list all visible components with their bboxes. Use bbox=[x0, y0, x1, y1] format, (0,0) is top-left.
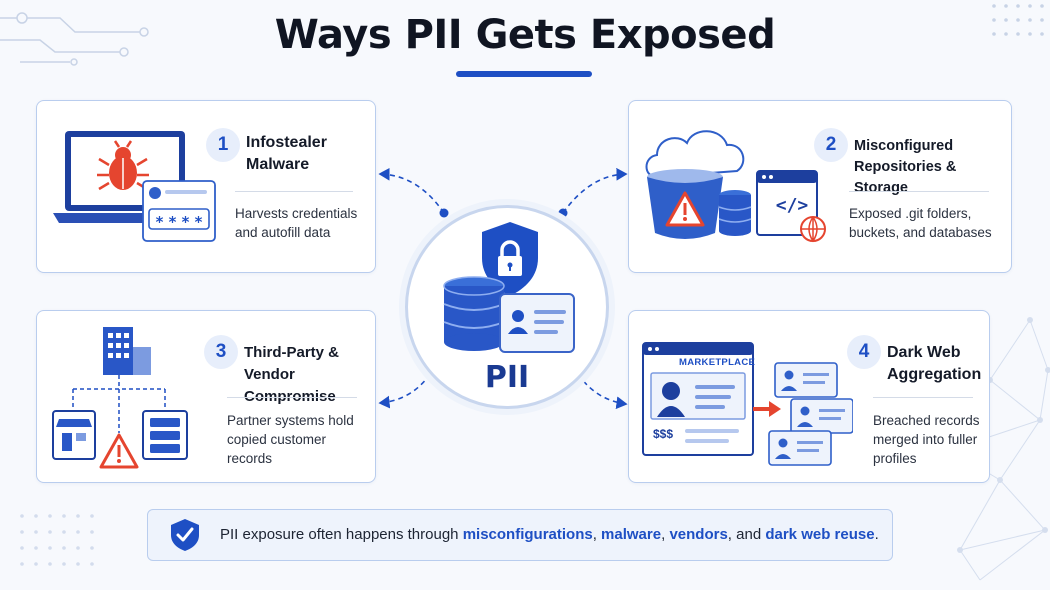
card-2-description: Exposed .git folders, buckets, and datab… bbox=[849, 204, 1005, 242]
password-mask: **** bbox=[154, 213, 208, 231]
card-2-divider bbox=[849, 191, 989, 192]
card-1-description: Harvests credentials and autofill data bbox=[235, 204, 373, 242]
card-dark-web-aggregation: MARKETPLACE $$$ 4 Dark Web Aggregation B… bbox=[628, 310, 990, 483]
connector-1 bbox=[378, 167, 445, 214]
login-form-icon bbox=[142, 180, 216, 242]
card-3-divider bbox=[227, 397, 357, 398]
warning-icon bbox=[99, 433, 139, 469]
card-infostealer-malware: **** 1 Infostealer Malware Harvests cred… bbox=[36, 100, 376, 273]
card-4-desc-line3: profiles bbox=[873, 451, 917, 466]
summary-text-3: , bbox=[661, 526, 666, 543]
summary-text-5: . bbox=[874, 526, 879, 543]
card-1-desc-line1: Harvests credentials bbox=[235, 206, 358, 221]
connector-2 bbox=[562, 167, 628, 214]
globe-icon bbox=[800, 216, 826, 243]
card-3-desc-line1: Partner systems hold bbox=[227, 413, 354, 428]
dot-grid-decoration bbox=[992, 4, 1044, 36]
card-4-title-line1: Dark Web bbox=[887, 344, 961, 361]
highlight-vendors: vendors bbox=[669, 526, 728, 543]
profile-cards-icon bbox=[768, 362, 853, 466]
step-number-3: 3 bbox=[204, 335, 238, 369]
card-2-title-line2: Repositories & Storage bbox=[854, 159, 957, 196]
marketplace-label: MARKETPLACE bbox=[679, 357, 756, 368]
step-number-2: 2 bbox=[814, 128, 848, 162]
highlight-dark-web-reuse: dark web reuse bbox=[765, 526, 875, 543]
card-misconfigured-storage: </> 2 Misconfigured Repositories & Stora… bbox=[628, 100, 1012, 273]
id-card-icon bbox=[499, 293, 575, 353]
card-third-party-vendor: 3 Third-Party & Vendor Compromise Partne… bbox=[36, 310, 376, 483]
storefront-icon bbox=[52, 410, 96, 460]
card-2-title: Misconfigured Repositories & Storage bbox=[854, 136, 1014, 199]
card-3-description: Partner systems hold copied customer rec… bbox=[227, 411, 373, 468]
card-4-desc-line2: merged into fuller bbox=[873, 432, 978, 447]
cloud-storage-illustration bbox=[645, 130, 826, 243]
card-1-title: Infostealer Malware bbox=[246, 132, 371, 176]
card-3-title-line2: Vendor Compromise bbox=[244, 366, 336, 405]
vendor-network-illustration bbox=[52, 327, 188, 469]
code-window-icon bbox=[756, 170, 818, 236]
building-icon bbox=[103, 327, 151, 375]
card-1-title-line2: Malware bbox=[246, 156, 310, 173]
warning-icon bbox=[665, 191, 705, 227]
connector-3 bbox=[378, 373, 431, 409]
server-icon bbox=[142, 410, 188, 460]
card-4-desc-line1: Breached records bbox=[873, 413, 980, 428]
center-pii-label: PII bbox=[484, 360, 530, 395]
circuit-decoration bbox=[0, 12, 149, 66]
shield-lock-icon bbox=[482, 222, 538, 296]
connector-4 bbox=[577, 373, 628, 410]
card-1-title-line1: Infostealer bbox=[246, 134, 327, 151]
database-icon bbox=[718, 190, 752, 236]
marketplace-window bbox=[642, 342, 754, 456]
card-3-desc-line2: copied customer records bbox=[227, 432, 327, 466]
laptop-malware-illustration bbox=[53, 131, 216, 242]
summary-text-4: , and bbox=[727, 526, 762, 543]
bug-icon bbox=[97, 140, 149, 191]
highlight-misconfigurations: misconfigurations bbox=[462, 526, 593, 543]
price-label: $$$ bbox=[653, 427, 674, 441]
card-3-title: Third-Party & Vendor Compromise bbox=[244, 342, 374, 408]
card-4-title-line2: Aggregation bbox=[887, 366, 982, 383]
page-title: Ways PII Gets Exposed bbox=[274, 12, 776, 58]
cloud-icon bbox=[645, 130, 745, 179]
pii-hub-illustration bbox=[443, 222, 575, 353]
summary-text-1: PII exposure often happens through bbox=[220, 526, 459, 543]
summary-banner: PII exposure often happens through misco… bbox=[147, 509, 893, 561]
marketplace-illustration bbox=[642, 342, 853, 466]
database-icon bbox=[443, 276, 505, 351]
summary-text: PII exposure often happens through misco… bbox=[220, 510, 879, 560]
shield-check-icon bbox=[171, 519, 199, 551]
code-glyph: </> bbox=[775, 195, 809, 216]
title-underline bbox=[456, 71, 592, 77]
step-number-1: 1 bbox=[206, 128, 240, 162]
highlight-malware: malware bbox=[601, 526, 662, 543]
card-2-title-line1: Misconfigured bbox=[854, 138, 954, 154]
dot-grid-decoration bbox=[20, 514, 94, 566]
card-4-divider bbox=[873, 397, 973, 398]
card-1-divider bbox=[235, 191, 353, 192]
hooded-figure-icon bbox=[657, 382, 685, 417]
card-4-description: Breached records merged into fuller prof… bbox=[873, 411, 985, 468]
card-1-desc-line2: and autofill data bbox=[235, 225, 331, 240]
card-4-title: Dark Web Aggregation bbox=[887, 342, 987, 386]
step-number-4: 4 bbox=[847, 335, 881, 369]
summary-text-2: , bbox=[592, 526, 597, 543]
card-2-desc-line1: Exposed .git folders, bbox=[849, 206, 972, 221]
card-2-desc-line2: buckets, and databases bbox=[849, 225, 992, 240]
card-3-title-line1: Third-Party & bbox=[244, 344, 340, 361]
